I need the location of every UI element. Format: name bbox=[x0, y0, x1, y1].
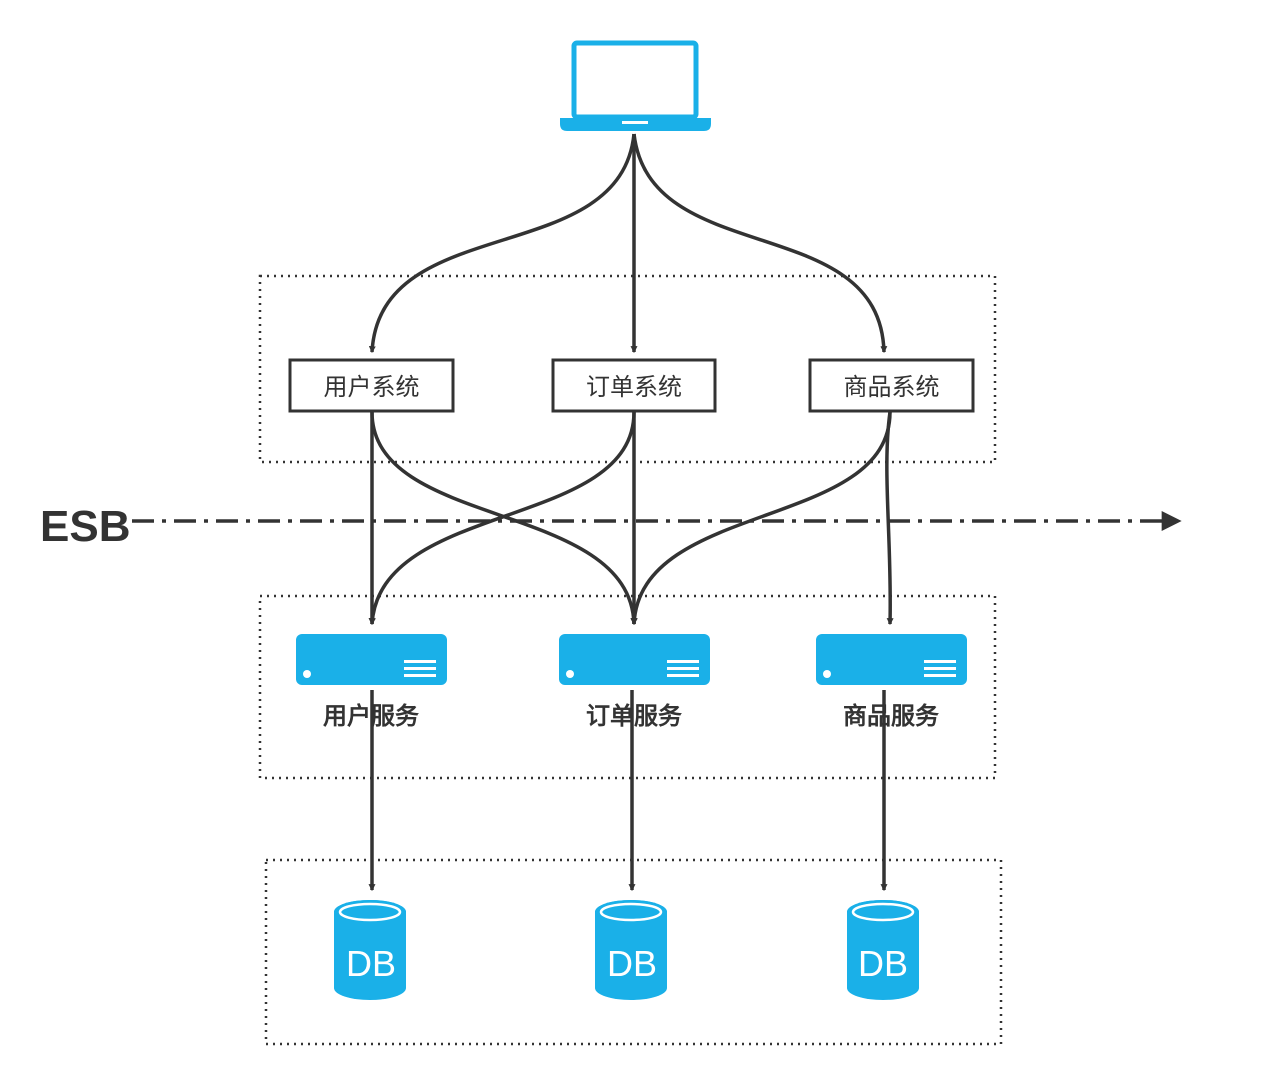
services-to-db-flows bbox=[368, 690, 888, 892]
service-order[interactable]: 订单服务 bbox=[559, 634, 710, 730]
flow-product-system-order-service bbox=[630, 411, 892, 626]
systems-group-frame bbox=[258, 274, 997, 464]
database-icon bbox=[595, 900, 667, 1000]
database-icon bbox=[847, 900, 919, 1000]
flow-order-system-user-service bbox=[368, 411, 636, 626]
system-box-user[interactable]: 用户系统 bbox=[288, 358, 455, 413]
laptop-icon bbox=[560, 40, 711, 131]
flow-product-system-product-service bbox=[885, 411, 894, 626]
system-label-product: 商品系统 bbox=[844, 373, 940, 401]
db-label-order: DB bbox=[607, 943, 657, 984]
database-user[interactable]: DB bbox=[334, 900, 406, 1000]
db-label-product: DB bbox=[858, 943, 908, 984]
system-box-order[interactable]: 订单系统 bbox=[551, 358, 717, 413]
db-label-user: DB bbox=[346, 943, 396, 984]
system-label-user: 用户系统 bbox=[324, 373, 420, 401]
system-box-product[interactable]: 商品系统 bbox=[808, 358, 975, 413]
server-icon bbox=[296, 634, 447, 685]
database-product[interactable]: DB bbox=[847, 900, 919, 1000]
service-label-order: 订单服务 bbox=[586, 702, 683, 730]
system-label-order: 订单系统 bbox=[586, 373, 682, 401]
service-label-product: 商品服务 bbox=[843, 702, 940, 730]
server-icon bbox=[816, 634, 967, 685]
esb-label: ESB bbox=[40, 502, 130, 551]
service-user[interactable]: 用户服务 bbox=[296, 634, 447, 730]
database-icon bbox=[334, 900, 406, 1000]
databases-group-frame bbox=[264, 858, 1003, 1046]
service-product[interactable]: 商品服务 bbox=[816, 634, 967, 730]
service-label-user: 用户服务 bbox=[323, 702, 420, 730]
systems-to-services-flows bbox=[368, 411, 894, 626]
esb-bus: ESB bbox=[40, 502, 1182, 551]
server-icon bbox=[559, 634, 710, 685]
flow-client-user-system bbox=[368, 133, 636, 354]
database-order[interactable]: DB bbox=[595, 900, 667, 1000]
flow-client-product-system bbox=[632, 133, 888, 354]
services-group-frame bbox=[258, 594, 997, 780]
client-to-systems-flows bbox=[368, 133, 888, 354]
